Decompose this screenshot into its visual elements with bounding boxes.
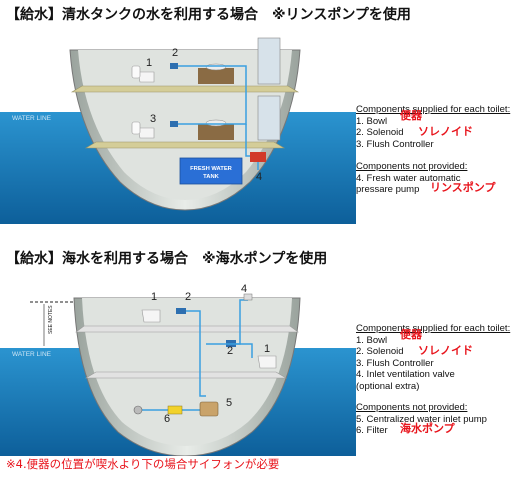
upper-deck	[75, 325, 299, 333]
shower-lower	[257, 95, 281, 141]
toilet-bowl-lower	[137, 127, 155, 139]
see-notes-label: SEE NOTES	[48, 305, 54, 334]
jp-label: 海水ポンプ	[400, 422, 455, 435]
pipe-to-lower-toilet	[236, 343, 253, 358]
rinse-pump	[250, 152, 266, 162]
list-item: (optional extra)	[356, 380, 420, 392]
callout-2: 2	[185, 291, 191, 303]
solenoid-upper	[176, 308, 186, 314]
toilet-tank-upper	[131, 65, 141, 79]
upper-deck	[70, 85, 300, 93]
callout-5: 5	[226, 397, 232, 409]
callout-4: 4	[241, 283, 247, 295]
components-panel-sea: Components supplied for each toilet: 1. …	[356, 323, 516, 437]
tank-label-line2: TANK	[203, 174, 219, 180]
sink-upper	[205, 63, 227, 71]
pipe-upper	[178, 65, 247, 125]
fresh-water-diagram: WATER LINE FRESH WATER TANK 1 2 3 4	[0, 37, 356, 224]
jp-label: リンスポンプ	[430, 181, 496, 194]
jp-label: 便器	[400, 327, 422, 341]
toilet-bowl-lower	[257, 355, 277, 369]
toilet-bowl-upper	[137, 71, 155, 83]
list-item: 4. Fresh water automatic	[356, 172, 461, 184]
fresh-water-tank	[179, 157, 243, 185]
list-item: 3. Flush Controller	[356, 357, 434, 369]
callout-4: 4	[256, 171, 262, 183]
list-item: 4. Inlet ventilation valve	[356, 369, 455, 380]
shower-upper	[257, 37, 281, 85]
callout-1: 1	[146, 57, 152, 69]
jp-label: ソレノイド	[418, 125, 473, 138]
water-line-label: WATER LINE	[12, 351, 52, 358]
jp-label: 便器	[400, 108, 422, 122]
lower-deck	[84, 141, 286, 149]
water-line-label: WATER LINE	[12, 115, 52, 122]
callout-3: 3	[150, 113, 156, 125]
inlet-pump	[199, 401, 219, 417]
section-title-fresh-water: 【給水】清水タンクの水を利用する場合 ※リンスポンプを使用	[6, 7, 411, 23]
not-provided-header: Components not provided:	[356, 161, 468, 172]
supplied-header: Components supplied for each toilet:	[356, 104, 511, 115]
tank-label-line1: FRESH WATER	[190, 166, 233, 172]
components-panel-fresh: Components supplied for each toilet: 1. …	[356, 104, 516, 196]
seacock	[133, 405, 143, 415]
solenoid-upper	[170, 63, 178, 69]
callout-2: 2	[172, 47, 178, 59]
toilet-tank-lower	[131, 121, 141, 135]
callout-2b: 2	[227, 345, 233, 357]
supplied-header: Components supplied for each toilet:	[356, 323, 511, 334]
filter	[167, 405, 183, 415]
solenoid-lower	[170, 121, 178, 127]
sink-lower	[205, 119, 227, 127]
callout-1: 1	[151, 291, 157, 303]
jp-label: ソレノイド	[418, 344, 473, 357]
not-provided-header: Components not provided:	[356, 402, 468, 413]
pipe-main	[186, 310, 206, 397]
section-title-sea-water: 【給水】海水を利用する場合 ※海水ポンプを使用	[6, 251, 328, 267]
callout-6: 6	[164, 413, 170, 425]
footnote: ※4.便器の位置が喫水より下の場合サイフォンが必要	[6, 457, 280, 471]
vanity-cabinet-upper	[198, 68, 234, 84]
vanity-cabinet-lower	[198, 124, 234, 140]
list-item: 5. Centralized water inlet pump	[356, 413, 487, 425]
ventilation-valve	[243, 293, 253, 301]
list-item: 3. Flush Controller	[356, 138, 434, 150]
callout-1b: 1	[264, 343, 270, 355]
lower-deck	[84, 371, 288, 379]
sea-water-diagram: WATER LINE SEE NOTES 1 2 4 2 1 5 6	[0, 283, 356, 456]
toilet-bowl-upper	[141, 309, 161, 323]
